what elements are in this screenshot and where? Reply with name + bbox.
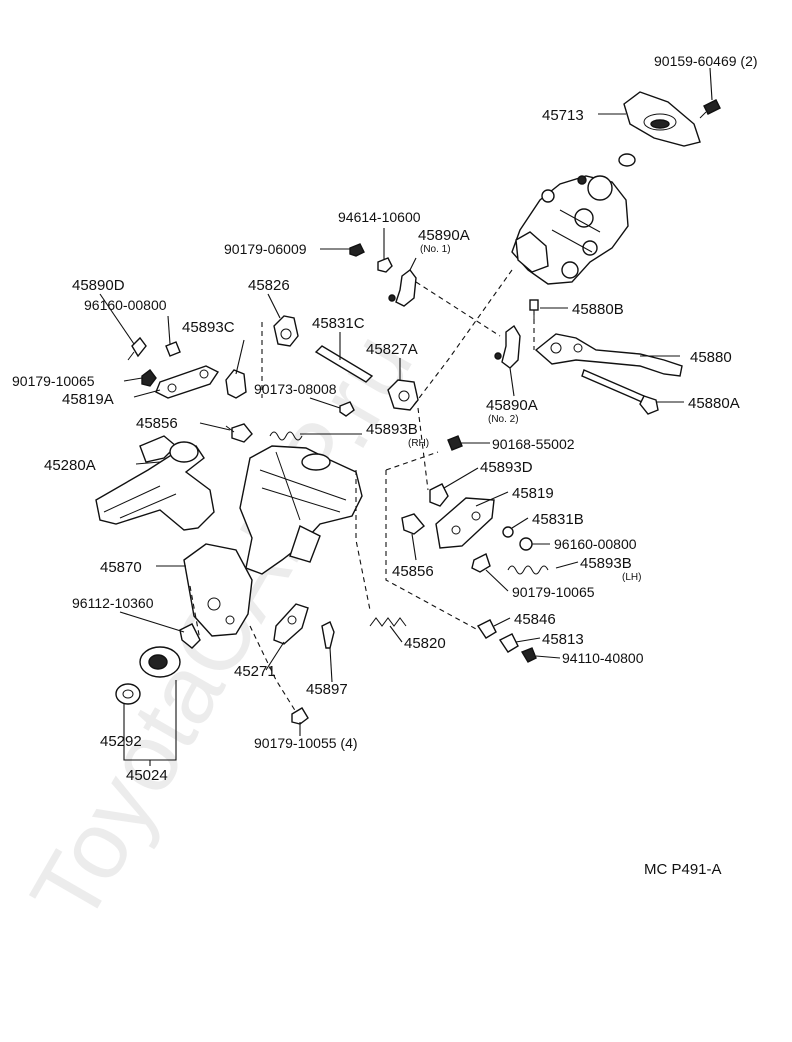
label-94614-10600: 94614-10600 bbox=[338, 209, 421, 225]
assembly-lines bbox=[189, 269, 535, 713]
label-45827A: 45827A bbox=[366, 341, 418, 358]
label-45819A: 45819A bbox=[62, 391, 114, 408]
upper-housing-drawing bbox=[511, 175, 629, 285]
label-45893B-rh: 45893B bbox=[366, 421, 418, 438]
label-45890A-no1-note: (No. 1) bbox=[420, 244, 451, 255]
label-45890A-no2: 45890A bbox=[486, 397, 538, 414]
bracket-45893C-drawing bbox=[225, 369, 247, 399]
label-45292: 45292 bbox=[100, 733, 142, 750]
pin-45831C-drawing bbox=[314, 345, 374, 383]
nut-40800-drawing bbox=[520, 647, 537, 663]
label-45820: 45820 bbox=[404, 635, 446, 652]
label-90173-08008: 90173-08008 bbox=[254, 381, 337, 397]
screw-45890D-drawing bbox=[127, 336, 147, 361]
nut-drawing bbox=[377, 257, 393, 273]
plate-45819-drawing bbox=[435, 497, 495, 549]
lever-45271-drawing bbox=[273, 603, 309, 645]
tube-45280A-drawing bbox=[95, 435, 215, 531]
bushing-45813-drawing bbox=[498, 633, 519, 653]
label-45271: 45271 bbox=[234, 663, 276, 680]
label-45880A: 45880A bbox=[688, 395, 740, 412]
label-45846: 45846 bbox=[514, 611, 556, 628]
label-96112-10360: 96112-10360 bbox=[72, 595, 154, 611]
label-45880B: 45880B bbox=[572, 301, 624, 318]
spring-45893B-lh-drawing bbox=[507, 565, 549, 575]
label-45713: 45713 bbox=[542, 107, 584, 124]
screw-55002-drawing bbox=[447, 435, 463, 451]
nut-10055-drawing bbox=[291, 707, 309, 725]
bracket-45870-drawing bbox=[183, 543, 253, 637]
bolt-drawing bbox=[699, 99, 721, 119]
ring-drawing bbox=[618, 153, 636, 167]
screw-45897-drawing bbox=[321, 621, 335, 649]
label-45024: 45024 bbox=[126, 767, 168, 784]
part-labels: 90159-60469 (2) 45713 94614-10600 90179-… bbox=[12, 53, 758, 784]
label-45890A-no2-note: (No. 2) bbox=[488, 414, 519, 425]
pawl-no1-drawing bbox=[388, 269, 417, 307]
label-45897: 45897 bbox=[306, 681, 348, 698]
label-96160-00800-b: 96160-00800 bbox=[554, 536, 637, 552]
nut-10065-drawing bbox=[141, 369, 157, 387]
clip-96160-b-drawing bbox=[519, 537, 533, 551]
diagram-code: MC P491-A bbox=[644, 861, 722, 878]
pin-45846-drawing bbox=[476, 619, 497, 639]
label-45880: 45880 bbox=[690, 349, 732, 366]
label-45893D: 45893D bbox=[480, 459, 533, 476]
bearing-45024-drawing bbox=[139, 646, 181, 678]
label-45826: 45826 bbox=[248, 277, 290, 294]
nut-06009-drawing bbox=[349, 243, 365, 257]
label-90168-55002: 90168-55002 bbox=[492, 436, 575, 452]
tilt-lever-drawing bbox=[534, 333, 683, 377]
nut-08008-drawing bbox=[339, 401, 355, 417]
spring-45820-drawing bbox=[369, 617, 407, 627]
switch-45856-left-drawing bbox=[225, 423, 253, 443]
label-45870: 45870 bbox=[100, 559, 142, 576]
label-45893B-rh-note: (RH) bbox=[408, 438, 429, 449]
label-45831B: 45831B bbox=[532, 511, 584, 528]
label-90179-10065-b: 90179-10065 bbox=[512, 584, 595, 600]
label-45890A-no1: 45890A bbox=[418, 227, 470, 244]
switch-45856-right-drawing bbox=[401, 513, 425, 535]
label-45893C: 45893C bbox=[182, 319, 235, 336]
washer-45831B-drawing bbox=[502, 526, 514, 538]
label-94110-40800: 94110-40800 bbox=[562, 650, 644, 666]
bracket-45893D-drawing bbox=[429, 483, 449, 507]
link-45819A-drawing bbox=[155, 365, 220, 399]
clip-96160-drawing bbox=[165, 341, 181, 357]
lever-rod-drawing bbox=[581, 369, 659, 415]
label-45893B-lh-note: (LH) bbox=[622, 572, 641, 583]
label-45890D: 45890D bbox=[72, 277, 125, 294]
leader-lines bbox=[99, 67, 713, 766]
pawl-no2-drawing bbox=[494, 324, 521, 369]
label-45813: 45813 bbox=[542, 631, 584, 648]
label-90159-60469: 90159-60469 (2) bbox=[654, 53, 758, 69]
label-45831C: 45831C bbox=[312, 315, 365, 332]
label-90179-10065-a: 90179-10065 bbox=[12, 373, 95, 389]
label-45856-b: 45856 bbox=[392, 563, 434, 580]
label-45856-a: 45856 bbox=[136, 415, 178, 432]
nut-10065-b-drawing bbox=[471, 553, 491, 573]
ring-45292-drawing bbox=[115, 683, 141, 705]
clip-10360-drawing bbox=[179, 623, 201, 649]
cover-plate-drawing bbox=[623, 91, 701, 147]
label-45819: 45819 bbox=[512, 485, 554, 502]
stopper-45826-drawing bbox=[273, 315, 299, 347]
plate-45827A-drawing bbox=[387, 379, 419, 411]
column-body-drawing bbox=[239, 445, 363, 575]
spring-45893B-rh-drawing bbox=[269, 431, 303, 441]
label-45280A: 45280A bbox=[44, 457, 96, 474]
label-96160-00800-a: 96160-00800 bbox=[84, 297, 167, 313]
label-45893B-lh: 45893B bbox=[580, 555, 632, 572]
label-90179-06009: 90179-06009 bbox=[224, 241, 307, 257]
label-90179-10055: 90179-10055 (4) bbox=[254, 735, 358, 751]
